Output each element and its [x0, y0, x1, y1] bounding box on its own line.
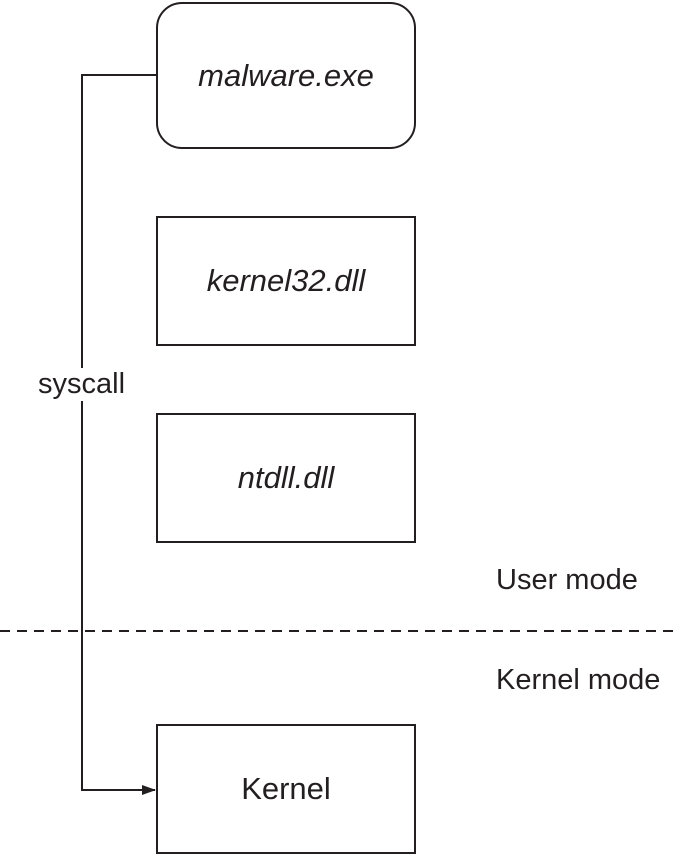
malware-exe-label: malware.exe — [198, 57, 374, 93]
ntdll-dll-label: ntdll.dll — [237, 460, 335, 495]
syscall-label: syscall — [30, 368, 134, 401]
user-mode-label: User mode — [496, 564, 638, 596]
kernel32-dll-label: kernel32.dll — [206, 263, 366, 298]
kernel32-dll-box: kernel32.dll — [156, 216, 416, 346]
ntdll-dll-box: ntdll.dll — [156, 413, 416, 543]
malware-exe-box: malware.exe — [156, 2, 416, 149]
syscall-arrow — [81, 74, 156, 795]
kernel-label: Kernel — [241, 771, 331, 806]
kernel-box: Kernel — [156, 724, 416, 854]
kernel-mode-label: Kernel mode — [496, 664, 661, 696]
